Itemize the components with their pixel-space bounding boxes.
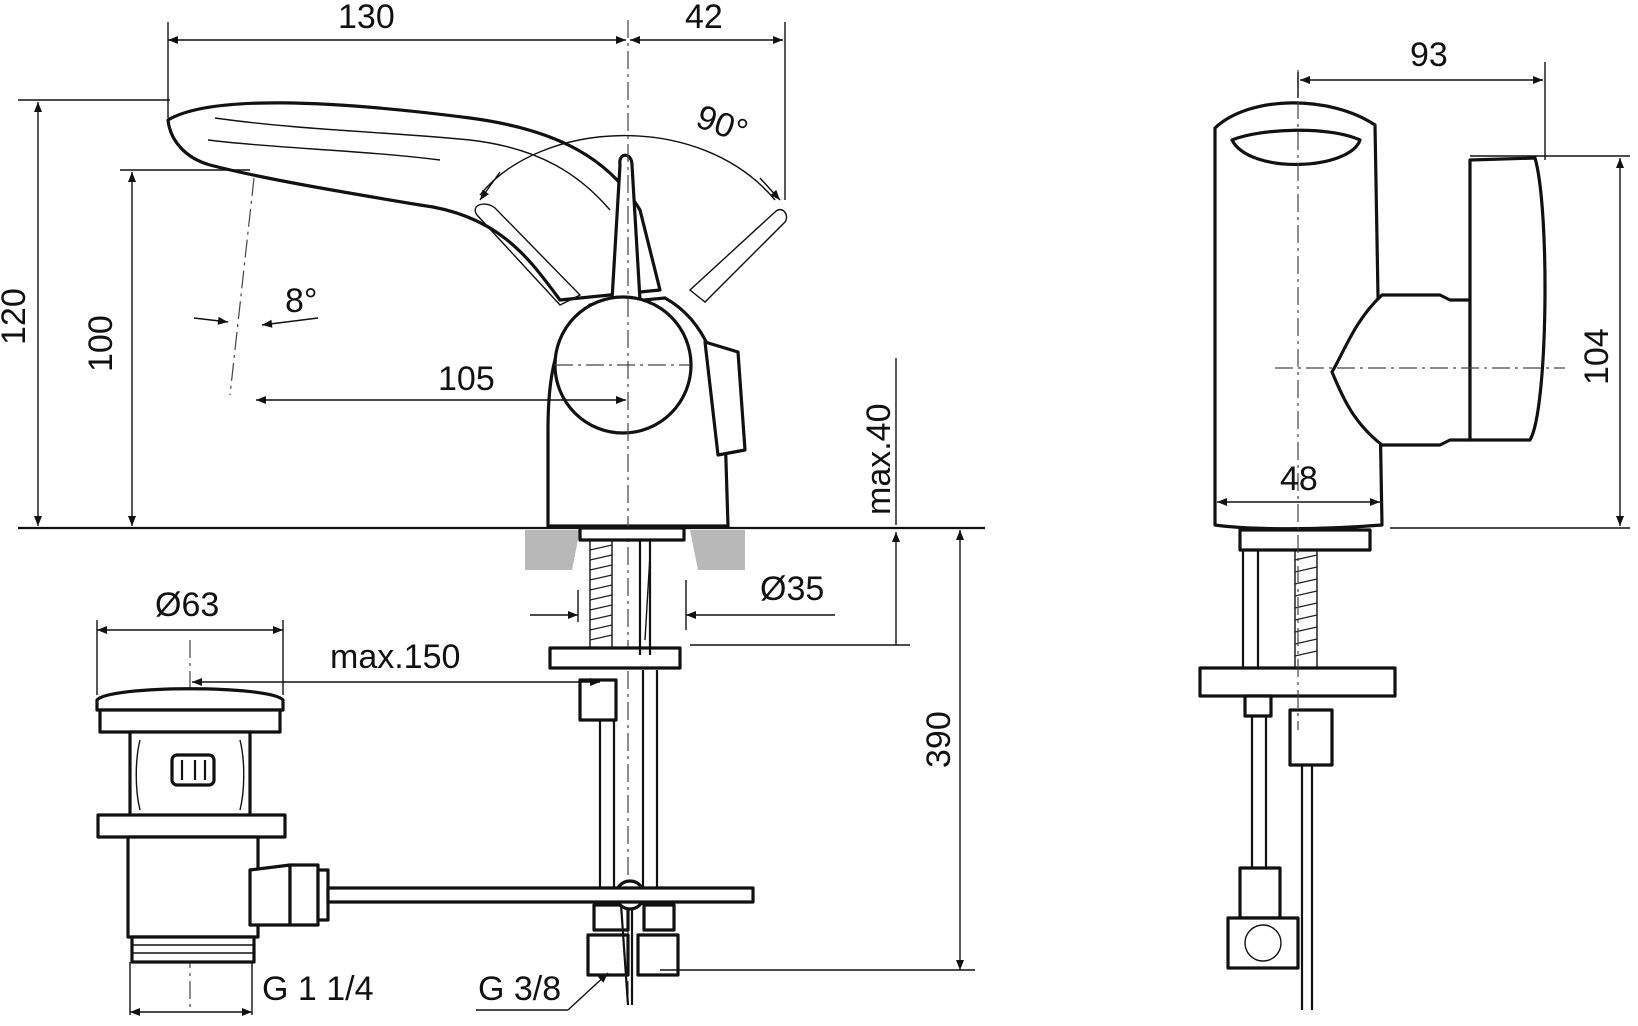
dim-90deg: 90° [691,98,752,151]
mounting-hardware-front [548,526,686,1006]
centerlines-side [1275,70,1565,730]
dim-max150: max.150 [330,638,460,676]
thread-hatch-side [1294,554,1318,657]
dim-100: 100 [82,315,120,372]
dim-48: 48 [1280,460,1318,498]
dim-104: 104 [1578,328,1616,385]
dim-130: 130 [338,0,395,36]
countertop [18,526,985,570]
thread-hatch [589,544,613,641]
dim-g114: G 1 1/4 [262,970,374,1008]
dim-g38: G 3/8 [478,970,561,1008]
dim-390: 390 [920,711,958,768]
dim-d63: Ø63 [155,586,219,624]
faucet-side-view [1198,101,1547,1010]
dim-93: 93 [1410,36,1448,74]
dim-120: 120 [0,288,33,345]
dim-max40: max.40 [860,404,898,516]
dim-42: 42 [685,0,723,36]
dim-8deg: 8° [285,282,318,320]
dim-d35: Ø35 [760,570,824,608]
faucet-front-view [166,101,788,528]
drain-assembly [95,687,755,964]
dim-105: 105 [438,360,495,398]
centerlines-front [189,20,690,1010]
dimension-labels: 130 42 90° 120 100 8° 105 max.40 Ø35 Ø63… [0,0,1616,1008]
dimension-lines [18,22,1630,1016]
